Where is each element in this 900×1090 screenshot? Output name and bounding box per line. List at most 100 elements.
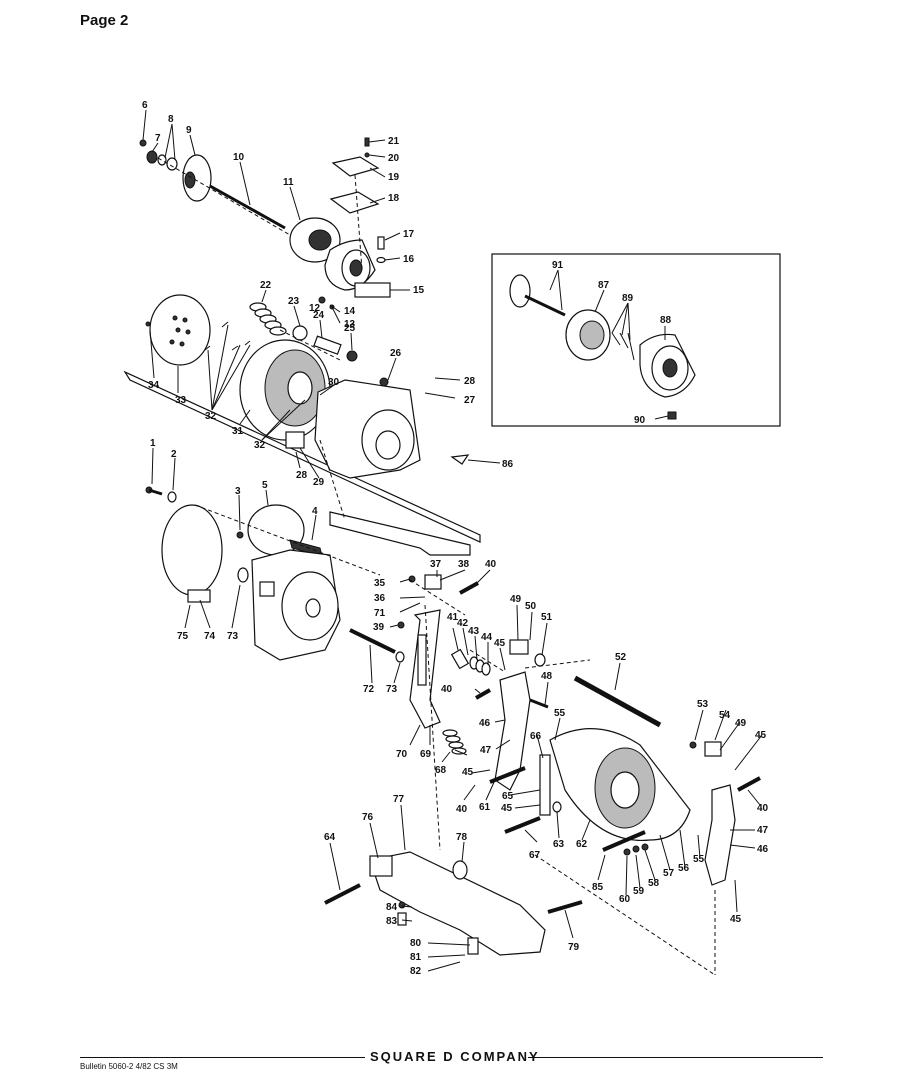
part-leads-89: [611, 332, 635, 361]
callout-63: 63: [553, 839, 565, 850]
part-clip-86: [450, 454, 470, 465]
callout-88: 88: [660, 315, 672, 326]
callout-11: 11: [283, 177, 294, 188]
part-pin-67: [504, 816, 541, 834]
callout-51: 51: [541, 612, 553, 623]
part-spring-68: [442, 729, 467, 755]
callout-28b: 28: [296, 470, 308, 481]
callout-32: 32: [205, 411, 217, 422]
part-rod-91: [524, 294, 566, 317]
part-nut-3: [236, 531, 244, 539]
part-nut-53: [689, 741, 697, 749]
callout-33: 33: [175, 395, 187, 406]
part-spring-22: [249, 302, 287, 336]
callout-49: 49: [510, 594, 522, 605]
callout-55b: 55: [693, 854, 705, 865]
page-label: Page 2: [80, 12, 129, 29]
part-pin-48: [529, 698, 549, 709]
part-bolt-17: [377, 236, 385, 250]
callout-87: 87: [598, 280, 610, 291]
callout-57: 57: [663, 868, 675, 879]
part-stud-24: [313, 335, 342, 355]
part-flat-bar: [123, 370, 481, 556]
part-block-29: [285, 431, 305, 449]
inset-frame: [491, 253, 781, 427]
callout-90: 90: [634, 415, 646, 426]
part-rod-10: [209, 184, 286, 230]
callout-78: 78: [456, 832, 468, 843]
part-coil-87-windings: [579, 320, 605, 350]
inset-alternate-assembly: [491, 253, 781, 427]
part-bolt-83: [397, 912, 407, 926]
part-block-54: [704, 741, 722, 757]
part-housing-lower-window: [259, 581, 275, 597]
callout-45d: 45: [755, 730, 767, 741]
callout-47: 47: [480, 745, 492, 756]
part-drum-31-hub: [287, 371, 313, 405]
lower-assembly: [324, 574, 761, 956]
part-arm-right: [704, 784, 736, 886]
part-lockwasher-20: [364, 152, 370, 158]
callout-72: 72: [363, 684, 375, 695]
part-washer-60: [623, 848, 631, 856]
callout-61: 61: [479, 802, 491, 813]
callout-89: 89: [622, 293, 634, 304]
callout-6: 6: [142, 100, 148, 111]
callout-42: 42: [457, 618, 469, 629]
callout-46b: 46: [757, 844, 769, 855]
part-screw-34: [145, 321, 151, 327]
callout-48: 48: [541, 671, 553, 682]
part-disc-9: [182, 154, 212, 202]
part-washer-58: [641, 843, 649, 851]
callout-24: 24: [313, 310, 325, 321]
callout-84: 84: [386, 902, 398, 913]
part-housing-lower-boss: [305, 598, 321, 618]
part-shoe-62-hub: [610, 771, 640, 809]
part-pin-64: [324, 883, 361, 905]
callout-15: 15: [413, 285, 425, 296]
callout-91: 91: [552, 260, 564, 271]
callout-65: 65: [502, 791, 514, 802]
part-nut-39: [397, 621, 405, 629]
callout-39: 39: [373, 622, 385, 633]
part-nut-63: [552, 801, 562, 813]
callout-83: 83: [386, 916, 398, 927]
callout-12: 12: [309, 303, 321, 314]
callout-79: 79: [568, 942, 580, 953]
callout-3: 3: [235, 486, 241, 497]
callout-46: 46: [479, 718, 491, 729]
callout-34: 34: [148, 380, 160, 391]
part-bushing-73b: [395, 651, 405, 663]
part-arm-70-slot: [417, 634, 427, 686]
callout-66: 66: [530, 731, 542, 742]
part-housing-15-bore: [349, 259, 363, 277]
part-cover-75: [161, 504, 223, 596]
callout-26: 26: [390, 348, 402, 359]
callout-7: 7: [155, 133, 161, 144]
part-washer-8b: [166, 157, 178, 171]
part-arm-47: [494, 671, 531, 791]
part-bracket-80: [467, 937, 479, 955]
callout-21: 21: [388, 136, 400, 147]
callout-labels: 1 2 3 4 5 6 7 8 9 10 11 12 13 14 15 16 1…: [142, 100, 769, 977]
part-pin-79: [547, 900, 583, 914]
callout-50: 50: [525, 601, 537, 612]
part-pin-40b: [475, 688, 491, 700]
callout-74: 74: [204, 631, 216, 642]
callout-55: 55: [554, 708, 566, 719]
callout-28: 28: [464, 376, 476, 387]
callout-25: 25: [344, 323, 356, 334]
callout-19: 19: [388, 172, 400, 183]
part-nut-12: [318, 296, 326, 304]
callout-18: 18: [388, 193, 400, 204]
callout-44: 44: [481, 632, 493, 643]
callout-30: 30: [328, 377, 340, 388]
part-plug-26: [379, 377, 389, 387]
part-plate-18: [329, 191, 380, 214]
callout-81: 81: [410, 952, 422, 963]
footer-brand-logo: SQUARE D COMPANY: [370, 1049, 540, 1064]
callout-32b: 32: [254, 440, 266, 451]
upper-assembly: [123, 137, 481, 556]
footer-rule-right: [528, 1057, 823, 1058]
